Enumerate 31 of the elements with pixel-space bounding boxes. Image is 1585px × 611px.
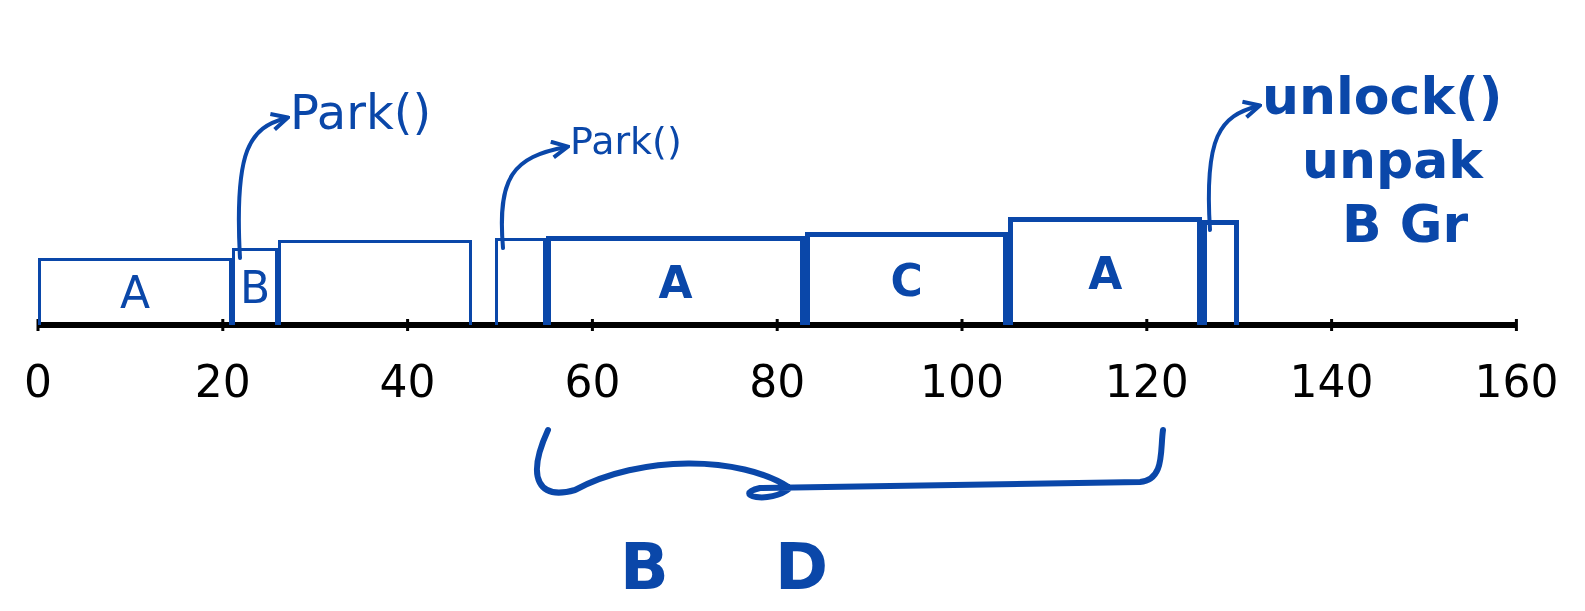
tick-label: 40 [378, 360, 437, 404]
segment-label: A [658, 261, 693, 305]
timeline-segment [804, 232, 1009, 325]
annotation-text: unlock() [1262, 70, 1503, 122]
tick-label: 60 [563, 360, 622, 404]
timeline-segment [1202, 220, 1240, 325]
annotation-text: Park() [570, 122, 682, 160]
leader-arrow [499, 140, 570, 250]
timeline-segment [546, 236, 805, 325]
tick-label: 0 [23, 360, 53, 404]
brace-label: D [775, 535, 829, 599]
leader-arrow [1206, 100, 1262, 232]
annotation-text: Park() [290, 88, 432, 136]
leader-arrow [236, 112, 290, 260]
annotation-text: B Gr [1342, 198, 1470, 250]
timeline-segment [278, 240, 473, 325]
segment-label: B [240, 266, 271, 310]
tick-label: 160 [1473, 360, 1560, 404]
brace-label: B [620, 535, 669, 599]
segment-label: C [890, 259, 923, 303]
timeline-segment [232, 248, 279, 325]
segment-label: A [1088, 251, 1123, 296]
tick-label: 80 [748, 360, 807, 404]
tick-label: 120 [1103, 360, 1190, 404]
tick-label: 100 [919, 360, 1005, 404]
segment-label: A [119, 271, 151, 315]
tick-label: 140 [1288, 360, 1375, 404]
timeline-segment [1008, 217, 1203, 325]
tick-label: 20 [193, 360, 252, 404]
timeline-segment [38, 258, 233, 325]
timeline-segment [495, 238, 547, 325]
